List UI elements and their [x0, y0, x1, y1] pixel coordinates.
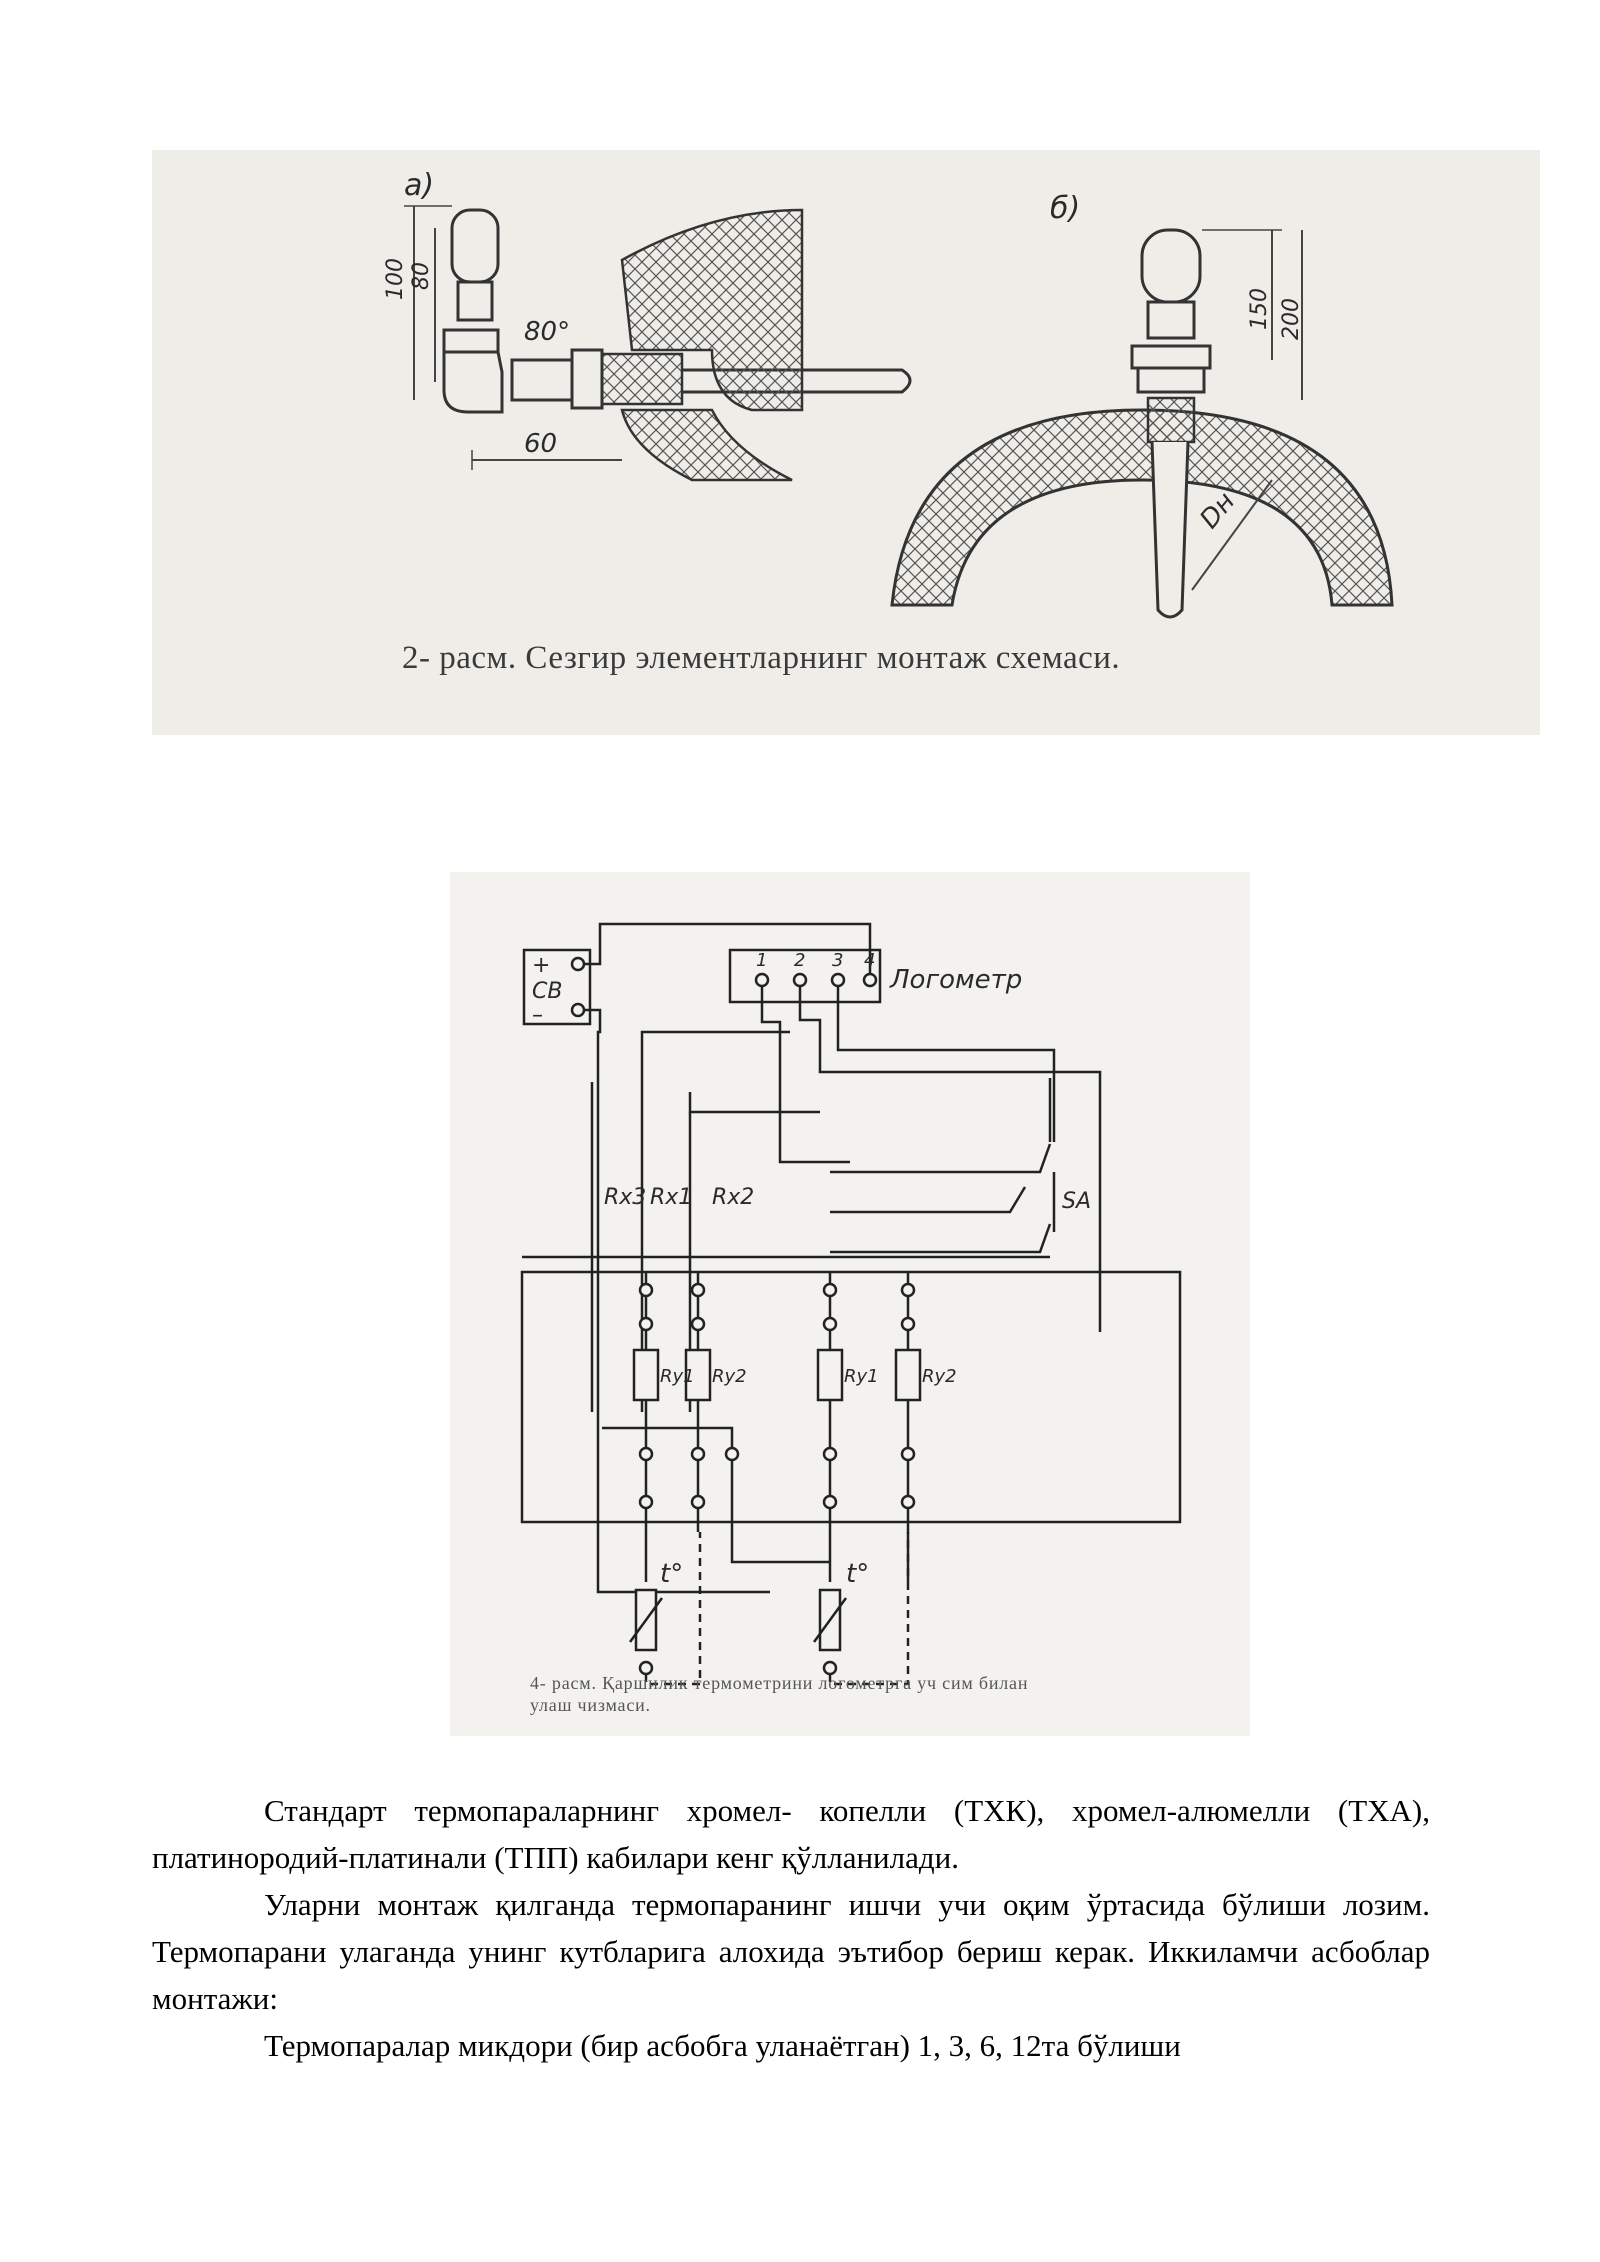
supply-plus: +: [532, 953, 550, 978]
pipe-wall-b: [890, 408, 1394, 607]
figure-mounting-scheme: а) 100 80 80° 60 б) 150 20: [152, 150, 1540, 735]
mounting-drawing: а) 100 80 80° 60 б) 150 20: [383, 168, 1394, 619]
supply-minus: –: [532, 1003, 543, 1028]
resistor-columns: [602, 1272, 922, 1582]
resistor-label-4: Rу2: [922, 1366, 957, 1387]
thermo-probe-a: [682, 368, 912, 394]
logometer-box: [728, 948, 882, 1004]
figure2-caption: 4- расм. Қаршилик термометрини логометрг…: [530, 1673, 1029, 1715]
terminal-1: 1: [756, 950, 767, 971]
pipe-wall-a: [620, 208, 804, 412]
dim-angle: 80°: [524, 317, 570, 347]
resistor-label-3: Rу1: [844, 1366, 879, 1387]
resistor-label-2: Rу2: [712, 1366, 747, 1387]
paragraph: Термопаралар микдори (бир асбобга уланаё…: [264, 2028, 1181, 2063]
label-a: а): [404, 168, 434, 203]
switch-sa: [830, 1143, 1052, 1174]
terminal-4: 4: [864, 950, 875, 971]
dim-80: 80: [409, 262, 434, 290]
thermo-probe-b: [1150, 441, 1190, 619]
dim-100: 100: [383, 258, 408, 300]
terminal-board: [520, 1270, 1182, 1524]
paragraph: Уларни монтаж қилганда термопаранинг ишч…: [152, 1887, 1430, 2016]
figure-wiring-diagram: + СВ – Логометр 1 2 3 4 SA Rx3 Rx1 Rx2 R…: [450, 872, 1250, 1736]
terminal-3: 3: [832, 950, 843, 971]
figure1-caption: 2- расм. Сезгир элементларнинг монтаж сх…: [402, 640, 1121, 676]
sensor-label-1: t°: [660, 1559, 683, 1589]
terminal-2: 2: [794, 950, 805, 971]
sensor-head-a: [450, 208, 500, 284]
switch-label: SA: [1062, 1189, 1091, 1214]
wire-label-rx2: Rx2: [712, 1185, 754, 1210]
paragraph: Стандарт термопараларнинг хромел- копелл…: [152, 1793, 1430, 1875]
label-b: б): [1050, 191, 1080, 226]
sensor-head-b: [1140, 228, 1202, 304]
logometer-label: Логометр: [889, 965, 1022, 995]
wire-label-rx1: Rx1: [650, 1185, 692, 1210]
elbow-fitting: [442, 351, 504, 414]
wiring-drawing: + СВ – Логометр 1 2 3 4 SA Rx3 Rx1 Rx2 R…: [520, 922, 1182, 1686]
supply-box: [522, 948, 592, 1026]
body-text: Стандарт термопараларнинг хромел- копелл…: [152, 1787, 1430, 2069]
sensor-label-2: t°: [846, 1559, 869, 1589]
supply-label: СВ: [532, 979, 562, 1004]
dim-150: 150: [1247, 288, 1272, 330]
dim-dn: Dн: [1194, 487, 1241, 535]
wire-label-rx3: Rx3: [604, 1185, 646, 1210]
thermistors: [628, 1532, 910, 1686]
dim-60: 60: [524, 429, 557, 459]
dim-200: 200: [1279, 298, 1304, 340]
resistor-label-1: Rу1: [660, 1366, 695, 1387]
